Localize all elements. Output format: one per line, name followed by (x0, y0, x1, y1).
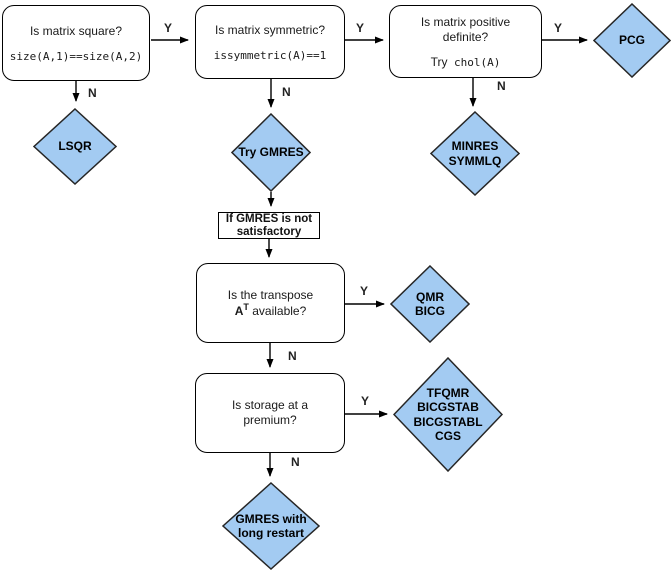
diamond-label-line1: MINRES (451, 139, 499, 154)
edge-label-no-storage: N (291, 455, 300, 469)
diamond-pcg: PCG (593, 3, 671, 78)
box-try-chol: Try chol(A) (431, 55, 501, 69)
edge-label-no-posdef: N (497, 79, 506, 93)
edge-label-yes-symmetric: Y (356, 21, 365, 35)
edge-label-no-transpose: N (288, 349, 297, 363)
box-title-line2-rest: available? (252, 303, 307, 318)
matrix-symbol: A (234, 303, 244, 318)
diamond-minres-symmlq: MINRES SYMMLQ (430, 111, 520, 196)
diamond-gmres-long-restart: GMRES with long restart (222, 482, 320, 570)
box-title-line2: premium? (243, 413, 297, 427)
diamond-label-line2: SYMMLQ (448, 153, 502, 168)
box-title-line1: Is storage at a (231, 398, 309, 412)
transpose-superscript: T (243, 301, 249, 312)
diamond-shape (430, 111, 520, 196)
note-line1: If GMRES is not (225, 212, 313, 225)
box-code: issymmetric(A)==1 (213, 48, 327, 62)
box-code: chol(A) (453, 55, 501, 69)
box-is-matrix-symmetric: Is matrix symmetric? issymmetric(A)==1 (195, 5, 345, 79)
note-line2: satisfactory (236, 225, 302, 238)
box-is-storage-premium: Is storage at a premium? (195, 373, 345, 453)
diamond-label-line1: GMRES with (235, 511, 307, 526)
diamond-try-gmres: Try GMRES (231, 113, 311, 192)
try-label: Try (430, 54, 448, 69)
edge-label-yes-storage: Y (361, 394, 370, 408)
diamond-shape (33, 108, 117, 185)
diamond-qmr-bicg: QMR BICG (390, 265, 470, 343)
diamond-label: LSQR (58, 139, 92, 154)
diamond-label-line2: long restart (237, 526, 304, 540)
box-is-positive-definite: Is matrix positive definite? Try chol(A) (389, 5, 542, 78)
diamond-shape (393, 357, 503, 472)
box-title-line1: Is the transpose (227, 287, 314, 302)
edge-label-no-square: N (88, 86, 97, 100)
box-title-line2: definite? (442, 29, 489, 44)
diamond-shape (231, 113, 311, 192)
diamond-label-line2: BICGSTAB (417, 400, 479, 415)
edge-label-no-symmetric: N (282, 85, 291, 99)
edge-label-yes-posdef: Y (554, 21, 563, 35)
box-is-matrix-square: Is matrix square? size(A,1)==size(A,2) (2, 5, 150, 81)
box-title-line1: Is matrix positive (420, 14, 511, 29)
diamond-shape (390, 265, 470, 343)
diamond-label: Try GMRES (238, 145, 304, 160)
box-title: Is matrix square? (29, 23, 123, 38)
diamond-label: PCG (618, 33, 645, 48)
edge-label-yes-transpose: Y (360, 284, 369, 298)
diamond-label-line1: QMR (416, 289, 444, 304)
diamond-shape (222, 482, 320, 570)
box-title: Is matrix symmetric? (214, 22, 325, 37)
box-code: size(A,1)==size(A,2) (9, 49, 143, 63)
diamond-label-line2: BICG (415, 304, 445, 318)
note-gmres-not-satisfactory: If GMRES is not satisfactory (218, 212, 320, 239)
diamond-label-line4: CGS (434, 428, 461, 443)
edge-label-yes-square: Y (164, 21, 173, 35)
diamond-label-line3: BICGSTABL (413, 414, 483, 429)
diamond-label-line1: TFQMR (426, 386, 470, 401)
diamond-shape (593, 3, 671, 78)
diamond-tfqmr-group: TFQMR BICGSTAB BICGSTABL CGS (393, 357, 503, 472)
diamond-lsqr: LSQR (33, 108, 117, 185)
